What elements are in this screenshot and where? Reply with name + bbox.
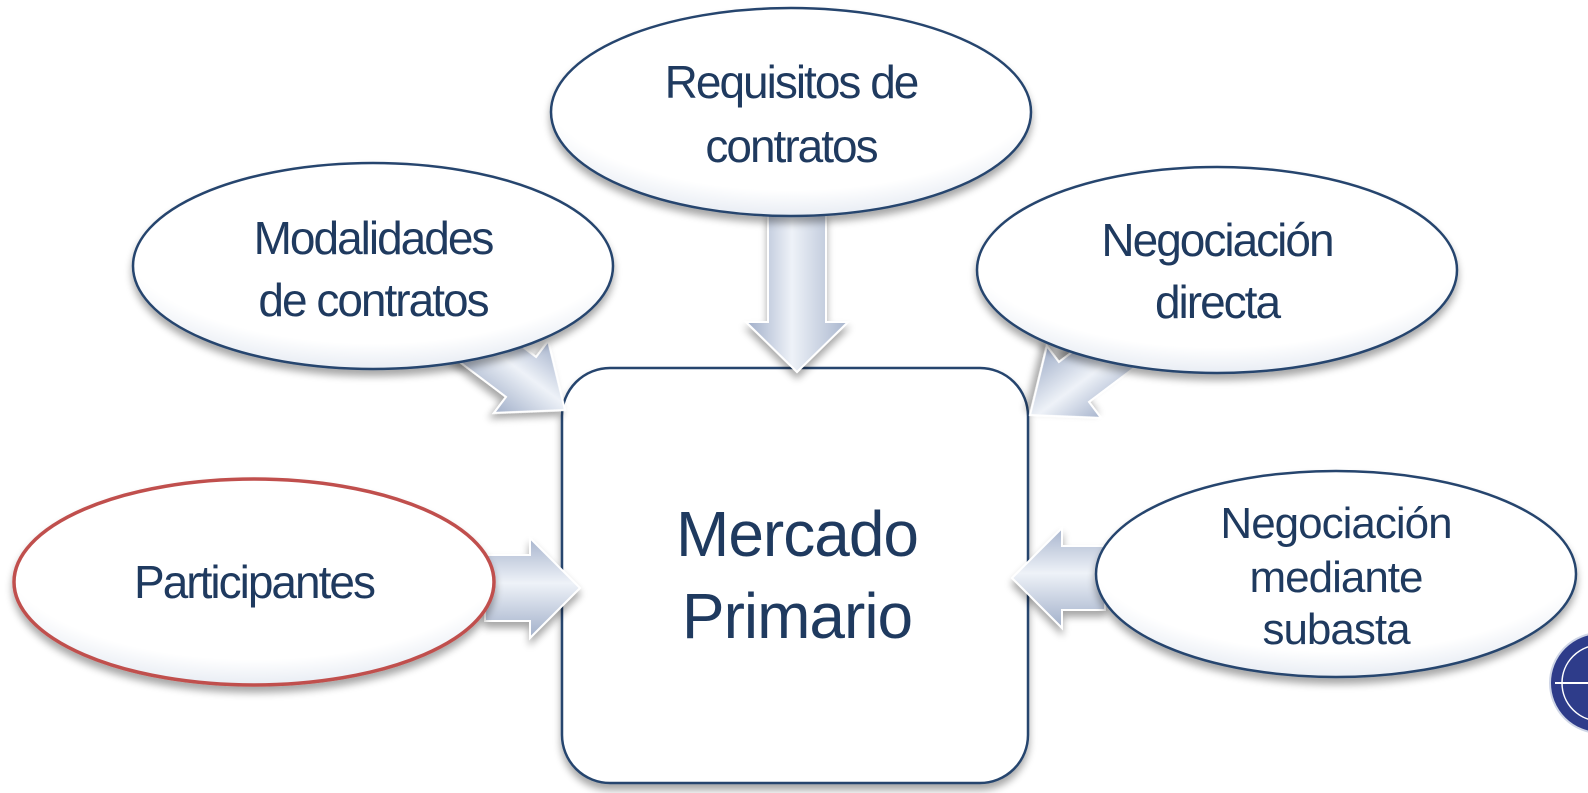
- arrow-participantes: [484, 535, 582, 641]
- node-subasta-line2: mediante: [1249, 553, 1422, 602]
- node-negociacion-directa-line1: Negociación: [1101, 214, 1332, 266]
- node-requisitos-line1: Requisitos de: [665, 56, 918, 108]
- node-negociacion-directa-oval: [975, 165, 1459, 375]
- mercado-primario-box: [560, 366, 1030, 785]
- arrow-requisitos: [743, 211, 851, 374]
- seal-logo: [1549, 633, 1588, 733]
- node-subasta-line1: Negociación: [1220, 499, 1451, 548]
- node-subasta-line3: subasta: [1262, 605, 1411, 654]
- node-requisitos-oval: [549, 6, 1033, 218]
- node-modalidades-oval: [131, 161, 615, 371]
- node-participantes-oval: [12, 477, 496, 687]
- node-modalidades-line1: Modalidades: [254, 212, 494, 264]
- node-modalidades-line2: de contratos: [258, 274, 488, 326]
- node-negociacion-directa-line2: directa: [1155, 276, 1281, 328]
- node-requisitos-line2: contratos: [705, 120, 877, 172]
- arrow-subasta: [1010, 525, 1106, 631]
- center-title-line1: Mercado: [676, 498, 918, 570]
- center-title-line2: Primario: [682, 580, 912, 652]
- node-participantes-label: Participantes: [134, 556, 375, 608]
- node-subasta-oval: [1094, 469, 1578, 679]
